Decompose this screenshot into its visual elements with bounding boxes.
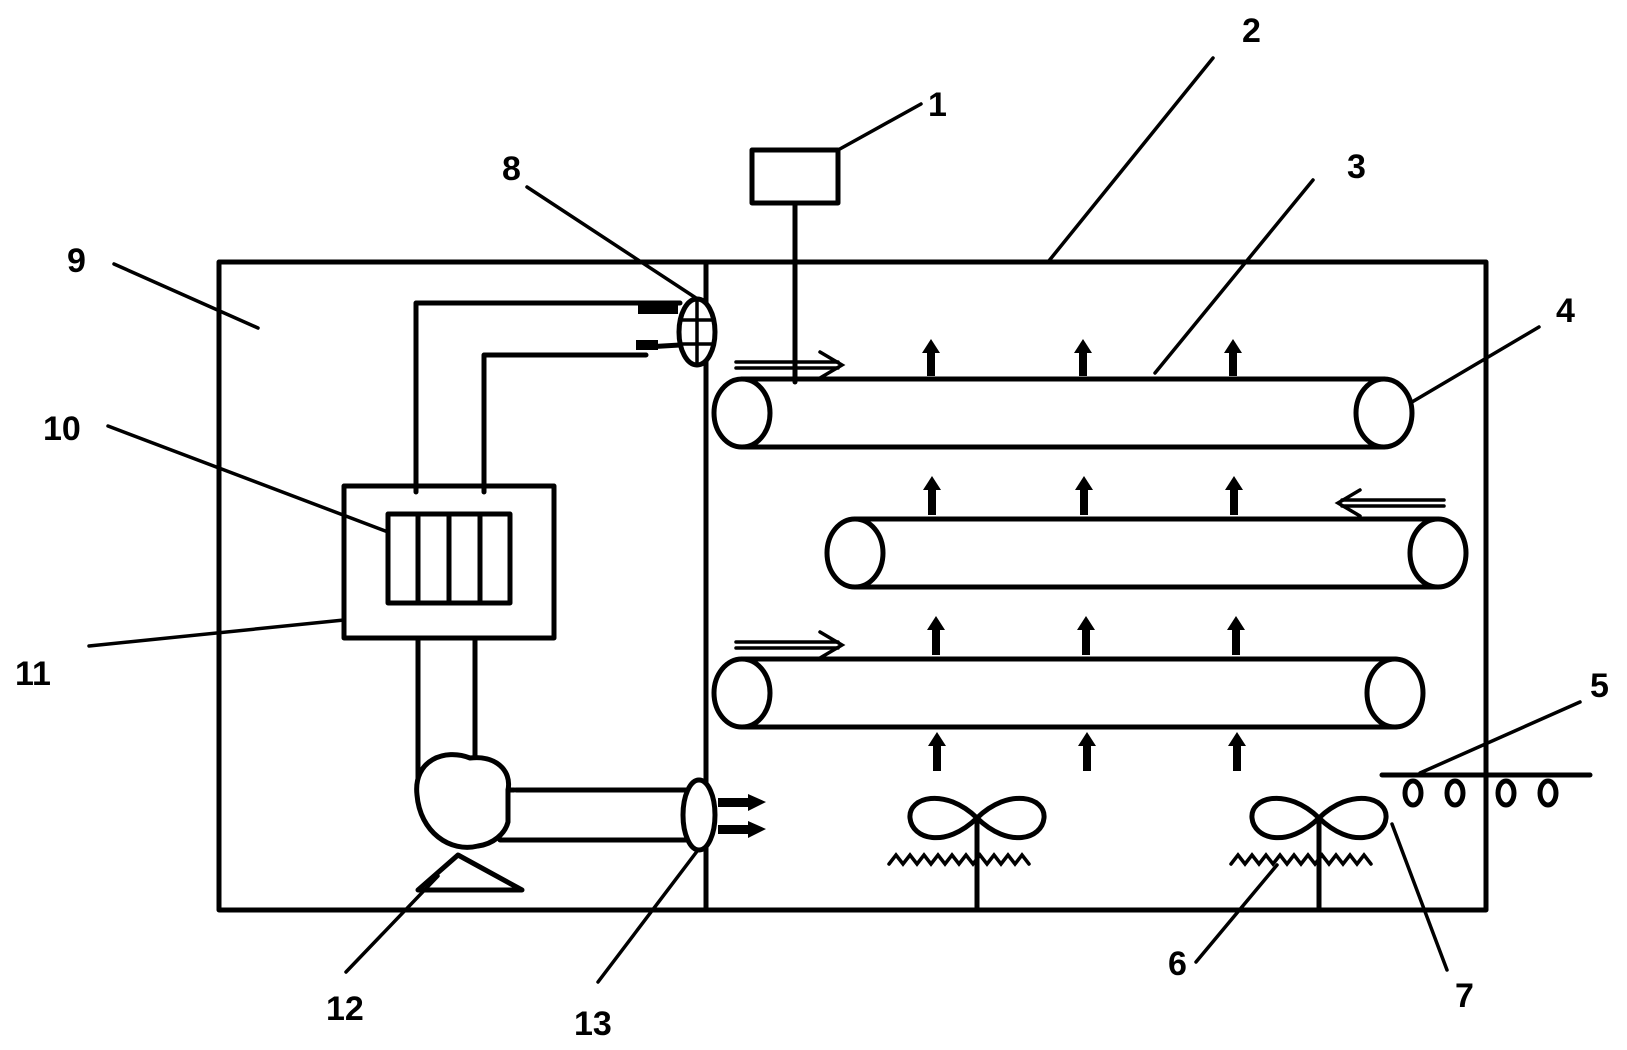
label-11: 11 [15, 655, 51, 693]
airflow-arrow [928, 732, 946, 771]
airflow-arrow [922, 339, 940, 376]
label-3: 3 [1347, 148, 1366, 186]
airflow-arrow [1075, 476, 1093, 515]
direction-arrow-right [734, 350, 846, 380]
air-outlet-valve [680, 777, 766, 853]
roller [1364, 656, 1426, 730]
airflow-arrow [923, 476, 941, 515]
label-8: 8 [502, 150, 521, 188]
ring-bar [1379, 772, 1593, 808]
label-13: 13 [574, 1005, 612, 1043]
direction-arrow-left [1334, 488, 1446, 518]
heating-wire [887, 852, 1031, 867]
airflow-arrow [1227, 616, 1245, 655]
blower [414, 752, 525, 893]
label-1: 1 [928, 86, 947, 124]
label-9: 9 [67, 242, 86, 280]
roller [1407, 516, 1469, 590]
airflow-arrow [1225, 476, 1243, 515]
leader-lines [87, 56, 1582, 984]
conveyor-belt-middle [824, 516, 1469, 590]
conveyor-belt-bottom [711, 656, 1426, 730]
label-12: 12 [326, 990, 364, 1028]
housing-outline [216, 259, 1489, 913]
airflow-arrow [1078, 732, 1096, 771]
airflow-arrows [922, 339, 1246, 771]
airflow-arrow [927, 616, 945, 655]
airflow-arrow [1228, 732, 1246, 771]
label-4: 4 [1556, 292, 1575, 330]
airflow-arrow [1224, 339, 1242, 376]
heating-wire [1229, 852, 1373, 867]
roller [1353, 376, 1415, 450]
roller [824, 516, 886, 590]
roller [711, 376, 773, 450]
airflow-arrow [1077, 616, 1095, 655]
part-labels: 1 2 3 4 5 6 7 8 9 10 11 12 13 [15, 12, 1609, 1043]
label-5: 5 [1590, 667, 1609, 705]
label-6: 6 [1168, 945, 1187, 983]
label-10: 10 [43, 410, 81, 448]
label-2: 2 [1242, 12, 1261, 50]
label-7: 7 [1455, 977, 1474, 1015]
fan-right [1229, 795, 1389, 913]
fan-left [887, 795, 1047, 913]
roller [711, 656, 773, 730]
conveyor-belt-top [711, 376, 1415, 450]
control-box [749, 147, 841, 385]
direction-arrow-right [734, 630, 846, 660]
air-pipes [413, 300, 695, 843]
airflow-arrow [1074, 339, 1092, 376]
dehumidifier-box [341, 483, 557, 641]
